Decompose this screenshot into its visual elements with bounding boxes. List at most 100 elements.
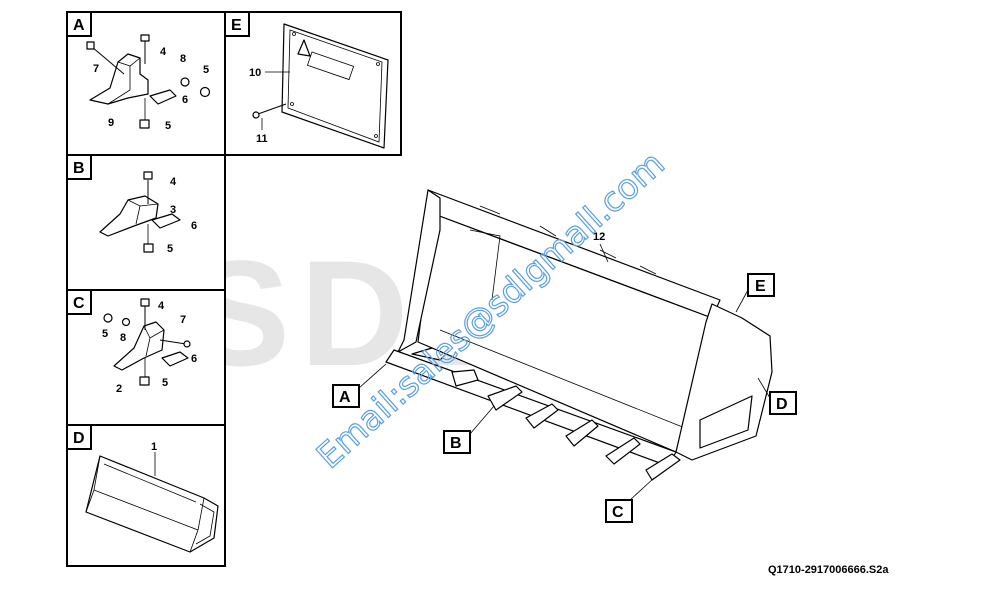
plate-part	[151, 213, 181, 229]
callout-a-7: 7	[93, 63, 99, 75]
callout-b-6: 6	[191, 220, 197, 232]
panel-d-tag-box	[66, 424, 92, 450]
nut-part	[143, 243, 154, 253]
callout-c-6: 6	[191, 353, 197, 365]
rivet-head	[252, 111, 260, 119]
washer-part	[180, 77, 190, 87]
bucket-floor-line	[439, 329, 691, 431]
bucket-teeth	[411, 347, 681, 481]
main-tag-b: B	[450, 435, 462, 452]
panel-a: A 7 4 8 5 6 9 5	[66, 11, 226, 156]
callout-a-5b: 5	[165, 120, 171, 132]
plate-part	[149, 89, 177, 105]
panel-d-tag: D	[73, 430, 85, 447]
leader-b	[469, 405, 495, 435]
callout-c-5: 5	[102, 328, 108, 340]
adapter-edges	[143, 325, 165, 357]
bolt-head	[143, 171, 153, 180]
callout-d-1: 1	[151, 441, 157, 453]
brand-lettering-box	[306, 51, 355, 81]
panel-c-tag-box	[66, 289, 92, 315]
callout-a-5: 5	[203, 64, 209, 76]
plate-part	[161, 351, 189, 367]
nameplate-inner	[287, 29, 383, 143]
callout-b-3: 3	[170, 204, 176, 216]
panel-b-tag: B	[73, 160, 85, 177]
callout-a-4: 4	[160, 46, 167, 58]
pin-shaft	[91, 46, 125, 75]
tooth	[565, 419, 599, 447]
panel-b: B 4 3 6 5	[66, 154, 226, 291]
rivet-hole	[376, 62, 380, 66]
bucket-right-window	[699, 395, 753, 449]
rivet-hole	[374, 134, 378, 138]
pin-shaft	[159, 339, 187, 345]
callout-c-2: 2	[116, 383, 122, 395]
bucket-left-side	[397, 189, 441, 353]
panel-e-tag: E	[231, 17, 242, 34]
panel-e-tag-box	[224, 11, 250, 37]
tooth-edges	[127, 199, 159, 225]
washer-part	[121, 317, 131, 327]
adapter-edges	[107, 57, 141, 105]
panel-b-tag-box	[66, 154, 92, 180]
tooth	[525, 403, 559, 429]
leader-c	[629, 477, 655, 501]
bucket-rim	[103, 463, 197, 503]
bolt-head	[140, 34, 150, 42]
main-tag-a: A	[339, 389, 351, 406]
main-tag-c-box	[605, 499, 633, 523]
main-tag-e-box	[747, 273, 775, 297]
main-tag-d-box	[769, 391, 797, 415]
callout-c-7: 7	[180, 314, 186, 326]
callout-b-4: 4	[170, 176, 177, 188]
rivet-shaft	[257, 103, 287, 115]
panel-a-tag-box	[66, 11, 92, 37]
main-tag-b-box	[443, 430, 471, 454]
bolt-head	[140, 298, 150, 307]
adapter-part	[89, 53, 149, 105]
tooth	[487, 385, 523, 411]
callout-a-9: 9	[108, 117, 114, 129]
callout-a-6: 6	[182, 94, 188, 106]
pin-head	[86, 41, 95, 50]
callout-a-8: 8	[180, 53, 186, 65]
rivet-hole	[290, 102, 294, 106]
bucket-shell-edges	[85, 455, 205, 553]
callout-c-4: 4	[158, 300, 165, 312]
main-tag-e: E	[755, 278, 766, 295]
drawing-code: Q1710-2917006666.S2a	[768, 564, 889, 576]
rivet-hole	[292, 32, 296, 36]
nut-part	[199, 86, 211, 98]
bucket-side	[195, 503, 215, 545]
leader-12	[599, 243, 609, 263]
tooth	[645, 453, 681, 481]
panel-a-tag: A	[73, 17, 85, 34]
leader-a	[358, 363, 387, 389]
tooth	[605, 437, 641, 465]
nut-part	[103, 313, 113, 323]
callout-c-5b: 5	[162, 377, 168, 389]
main-tag-d: D	[776, 396, 788, 413]
bottom-nut-part	[139, 376, 150, 386]
main-tag-c: C	[612, 504, 624, 521]
tooth	[451, 369, 479, 387]
callout-e-10: 10	[249, 67, 261, 79]
leader-e	[735, 289, 749, 313]
panel-c-tag: C	[73, 295, 85, 312]
bottom-nut-part	[139, 119, 150, 129]
bucket-inner-curve	[469, 229, 501, 301]
panel-e: E 10 11	[224, 11, 402, 156]
callout-e-11: 11	[256, 133, 268, 145]
callout-b-5: 5	[167, 243, 173, 255]
panel-c: C 4 5 8 7 6 2 5	[66, 289, 226, 426]
pin-head	[183, 340, 191, 348]
brand-logo-icon	[297, 39, 311, 57]
bucket-top-stiffeners	[479, 205, 657, 275]
tooth	[411, 347, 447, 361]
callout-12: 12	[593, 231, 605, 243]
main-tag-a-box	[332, 384, 360, 408]
panel-d: D 1	[66, 424, 226, 567]
main-bucket: 12 E D A B C	[332, 189, 797, 523]
